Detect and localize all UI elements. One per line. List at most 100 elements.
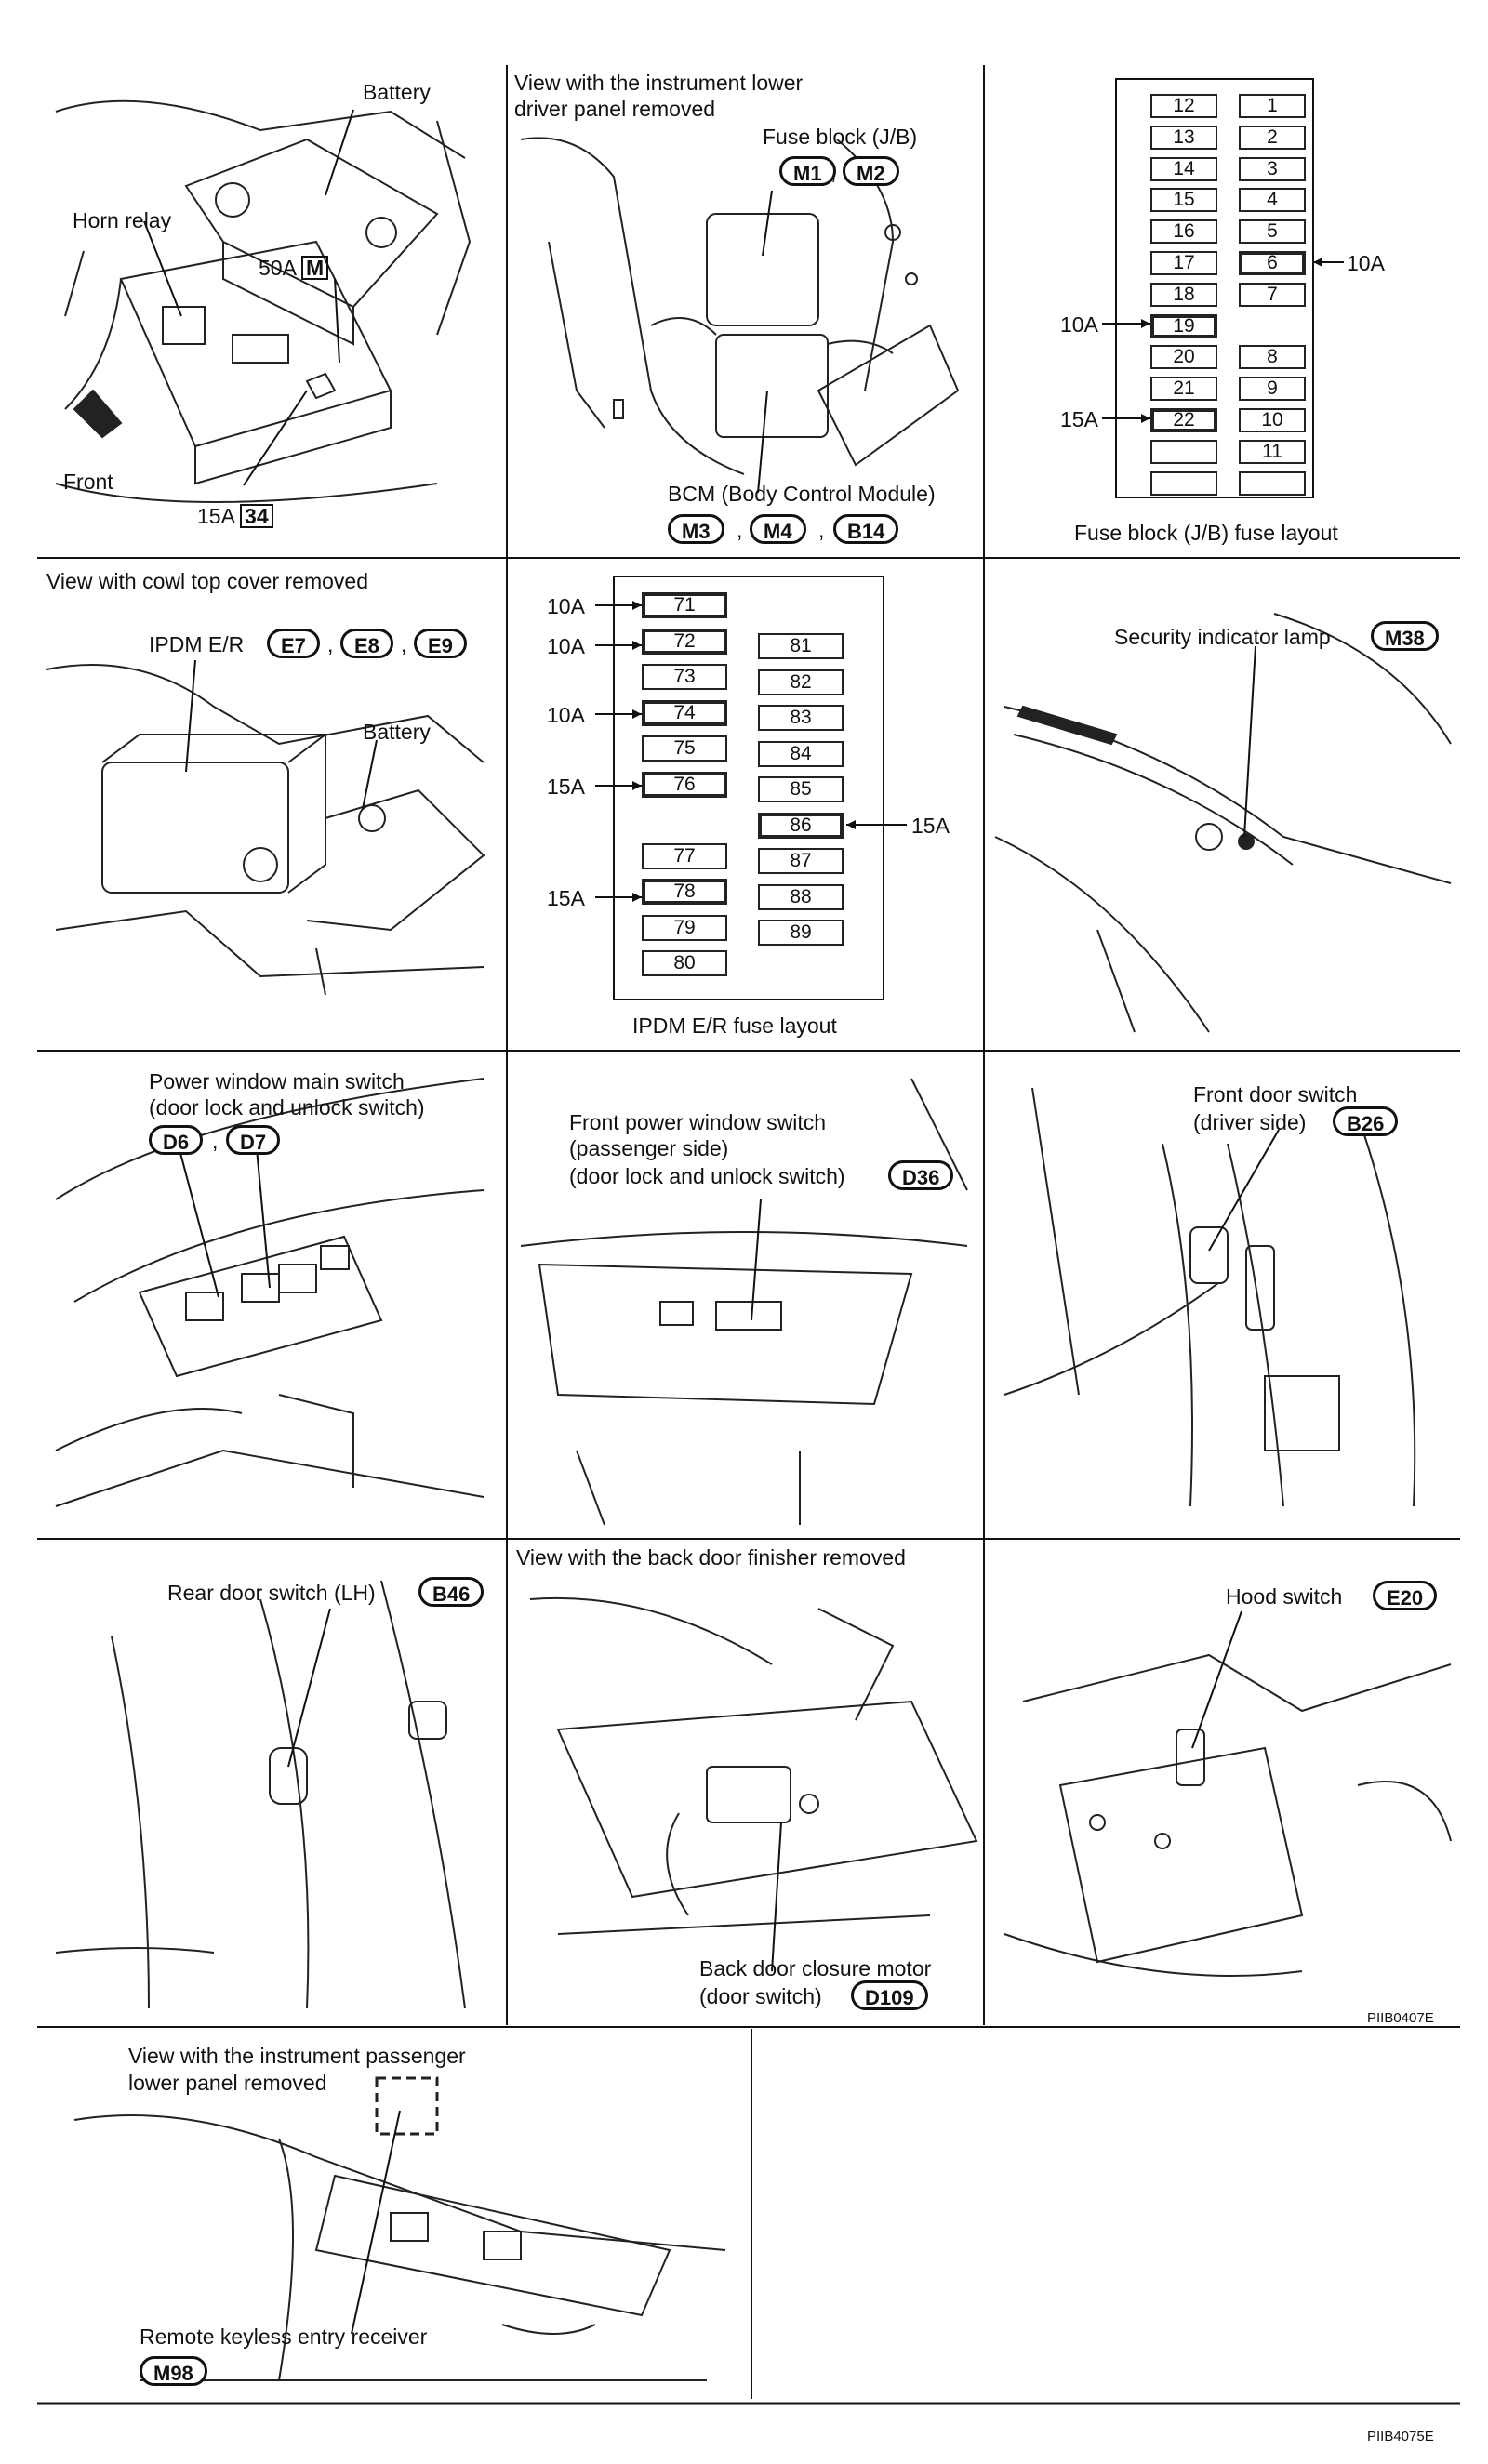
fuse-76: 76 — [642, 771, 727, 798]
fuse-21: 21 — [1150, 377, 1217, 402]
ipdm-fuse-layout-title: IPDM E/R fuse layout — [632, 1013, 837, 1038]
fuse-84: 84 — [758, 740, 844, 767]
connector-D6: D6 — [149, 1125, 204, 1155]
fuse-20: 20 — [1150, 345, 1217, 370]
fuse-15: 15 — [1150, 188, 1217, 213]
label-rear-door: Rear door switch (LH) — [167, 1581, 376, 1605]
panel11-sketch — [529, 1596, 978, 1935]
fuse-5: 5 — [1239, 219, 1306, 245]
connector-M2: M2 — [843, 156, 899, 186]
fuse-89: 89 — [758, 920, 844, 947]
label-50a: 50A M — [259, 256, 329, 281]
panel2-sketch — [520, 137, 960, 475]
connector-M1: M1 — [779, 156, 836, 186]
label-pw-main-line2: (door lock and unlock switch) — [149, 1095, 425, 1119]
connector-D109: D109 — [851, 1980, 928, 2010]
fuse-4: 4 — [1239, 188, 1306, 213]
fuse-82: 82 — [758, 669, 844, 695]
view-note-passenger-line1: View with the instrument passenger — [128, 2044, 466, 2068]
fuse-8: 8 — [1239, 345, 1306, 370]
label-50a-mark: M — [301, 256, 329, 280]
label-15a-amp: 15A — [197, 504, 234, 528]
label-fuse76-amp: 15A — [547, 775, 585, 799]
fuse-16: 16 — [1150, 219, 1217, 245]
label-pw-main-line1: Power window main switch — [149, 1069, 405, 1093]
label-fuse71-amp: 10A — [547, 594, 585, 618]
jb-fuse-frame — [1115, 78, 1314, 498]
label-ipdm: IPDM E/R — [149, 632, 245, 656]
fuse-6: 6 — [1239, 251, 1306, 275]
label-back-door-motor-line2: (door switch) — [699, 1984, 822, 2008]
label-front: Front — [63, 470, 113, 494]
connector-M3: M3 — [668, 514, 724, 544]
view-note-line2: driver panel removed — [514, 97, 716, 121]
fuse-7: 7 — [1239, 282, 1306, 307]
sep-comma: , — [737, 518, 743, 542]
grid-lines — [37, 65, 1460, 2405]
figure-code-footer: PIIB4075E — [1367, 2429, 1434, 2444]
label-50a-amp: 50A — [259, 256, 296, 280]
label-fuse86-amp: 15A — [911, 814, 950, 838]
sep-comma: , — [327, 632, 334, 656]
connector-M38: M38 — [1371, 621, 1439, 651]
label-fpw-line3: (door lock and unlock switch) — [569, 1164, 845, 1188]
fuse-22: 22 — [1150, 408, 1217, 432]
panel4-sketch — [46, 664, 485, 996]
label-fuse74-amp: 10A — [547, 703, 585, 727]
label-fuse22-amp: 15A — [1060, 407, 1098, 431]
panel1-sketch — [55, 99, 472, 503]
view-note-backdoor: View with the back door finisher removed — [516, 1545, 906, 1570]
label-fuse6-amp: 10A — [1347, 251, 1385, 275]
panel12-sketch — [1003, 1653, 1452, 1977]
sep-comma: , — [401, 632, 407, 656]
label-15a: 15A 34 — [197, 504, 273, 529]
label-fpw-line2: (passenger side) — [569, 1136, 729, 1160]
panel13-sketch — [73, 2076, 726, 2381]
fuse-73: 73 — [642, 664, 727, 690]
fuse-19: 19 — [1150, 313, 1217, 338]
fuse-13: 13 — [1150, 125, 1217, 150]
sep-comma: , — [212, 1129, 219, 1153]
view-note-line1: View with the instrument lower — [514, 71, 804, 95]
label-keyless-receiver: Remote keyless entry receiver — [140, 2325, 428, 2349]
connector-M98: M98 — [140, 2356, 207, 2386]
connector-E20: E20 — [1373, 1581, 1438, 1610]
connector-E7: E7 — [267, 629, 320, 658]
panel8-sketch — [520, 1078, 968, 1526]
panel7-sketch — [55, 1078, 485, 1507]
connector-B26: B26 — [1333, 1106, 1399, 1136]
fuse-spare — [1150, 470, 1217, 496]
fuse-71: 71 — [642, 592, 727, 618]
view-note-passenger-line2: lower panel removed — [128, 2071, 327, 2095]
fuse-83: 83 — [758, 705, 844, 732]
fuse-2: 2 — [1239, 125, 1306, 150]
fuse-spare — [1150, 439, 1217, 464]
fuse-78: 78 — [642, 879, 727, 905]
fuse-18: 18 — [1150, 282, 1217, 307]
label-battery: Battery — [363, 80, 431, 104]
label-horn-relay: Horn relay — [73, 208, 172, 232]
label-fuse19-amp: 10A — [1060, 312, 1098, 337]
connector-E8: E8 — [340, 629, 393, 658]
label-15a-mark: 34 — [240, 504, 273, 528]
fuse-86: 86 — [758, 812, 844, 839]
panel10-sketch — [55, 1580, 466, 2009]
label-fuse-block: Fuse block (J/B) — [763, 125, 918, 149]
label-fpw-line1: Front power window switch — [569, 1110, 827, 1134]
fuse-72: 72 — [642, 628, 727, 655]
fuse-87: 87 — [758, 848, 844, 875]
leader-arrowheads — [632, 258, 1322, 902]
connector-D7: D7 — [226, 1125, 281, 1155]
fuse-3: 3 — [1239, 156, 1306, 181]
fuse-9: 9 — [1239, 377, 1306, 402]
jb-fuse-layout-title: Fuse block (J/B) fuse layout — [1074, 521, 1338, 545]
label-battery-2: Battery — [363, 720, 431, 744]
label-security-lamp: Security indicator lamp — [1114, 625, 1331, 649]
panel9-sketch — [1003, 1087, 1416, 1507]
figure-code-upper: PIIB0407E — [1367, 2010, 1434, 2026]
label-front-door-line2: (driver side) — [1193, 1110, 1307, 1134]
ipdm-fuse-frame — [613, 576, 884, 1000]
label-fuse72-amp: 10A — [547, 634, 585, 658]
fuse-85: 85 — [758, 776, 844, 803]
label-bcm: BCM (Body Control Module) — [668, 482, 936, 506]
